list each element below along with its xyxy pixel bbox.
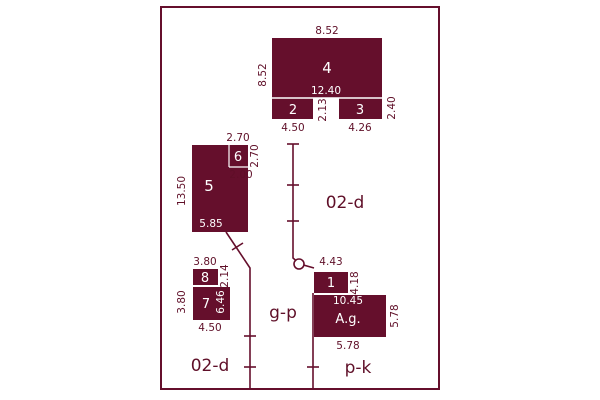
plot-2-label: 2 — [289, 103, 297, 118]
plot-4-group: 4 8.52 8.52 12.40 2 4.50 2.13 3 4.26 2.4… — [257, 25, 398, 134]
plot-8[interactable] — [193, 269, 218, 285]
plot-7-bottom-dim: 4.50 — [198, 322, 221, 334]
plot-7-label: 7 — [202, 297, 210, 312]
zone-label-lower-left: 02-d — [191, 356, 230, 376]
plot-1[interactable] — [314, 272, 348, 293]
boundary-marker — [293, 258, 305, 270]
plot-6-label: 6 — [234, 150, 242, 165]
plot-7[interactable] — [193, 287, 230, 320]
boundary-lines — [225, 143, 319, 389]
plot-ag-top-dim: 10.45 — [333, 295, 363, 307]
plot-6-top-dim: 2.70 — [226, 132, 249, 144]
plot-3-right-dim: 2.40 — [386, 96, 398, 119]
plot-7-right-dim: 6.46 — [215, 290, 227, 314]
upper-boundary-line — [292, 144, 315, 269]
plot-1-right-dim: 4.18 — [349, 271, 361, 294]
plot-4-left-dim: 8.52 — [257, 63, 269, 86]
plot-2-bottom-dim: 4.50 — [281, 122, 304, 134]
plot-ag-label: A.g. — [335, 312, 360, 327]
plot-5-left-dim: 13.50 — [176, 176, 188, 206]
plot-3-label: 3 — [356, 103, 364, 118]
plot-ag-bottom-dim: 5.78 — [336, 340, 359, 352]
zone-label-middle: g-p — [269, 303, 297, 323]
zone-label-upper: 02-d — [326, 193, 365, 213]
plot-5-label: 5 — [204, 177, 214, 195]
plot-7-left-dim: 3.80 — [176, 290, 188, 313]
plot-7-group: 8 3.80 2.14 7 3.80 6.46 4.50 — [176, 256, 231, 334]
plot-4-bottom-dim: 12.40 — [311, 85, 341, 97]
left-diagonal-line — [225, 231, 251, 389]
plot-5-group: 6 2.70 2.70 2.00 5 13.50 5.85 — [176, 132, 261, 232]
plot-5[interactable] — [192, 145, 248, 232]
plot-6-right-dim: 2.70 — [249, 144, 261, 167]
plot-6-bottom-dim: 2.00 — [229, 169, 252, 181]
plot-ag[interactable] — [314, 295, 386, 337]
plot-1-top-dim: 4.43 — [319, 256, 342, 268]
plot-ag-right-dim: 5.78 — [389, 304, 401, 327]
plot-4[interactable] — [272, 38, 382, 98]
plot-1-group: 1 4.43 4.18 10.45 A.g. 5.78 5.78 — [314, 256, 401, 352]
plot-4-top-dim: 8.52 — [315, 25, 338, 37]
plot-8-top-dim: 3.80 — [193, 256, 216, 268]
plot-4-label: 4 — [322, 59, 332, 77]
plot-2[interactable] — [272, 98, 313, 119]
plot-5-bottom-dim: 5.85 — [199, 218, 222, 230]
plot-8-label: 8 — [201, 271, 209, 286]
zone-label-lower-right: p-k — [345, 358, 372, 378]
site-boundary — [160, 6, 440, 390]
plot-3-bottom-dim: 4.26 — [348, 122, 372, 134]
plot-1-label: 1 — [327, 276, 335, 291]
plot-2-right-dim: 2.13 — [317, 98, 329, 121]
tick-5 — [231, 242, 244, 251]
plot-8-right-dim: 2.14 — [219, 264, 231, 288]
plot-3[interactable] — [339, 98, 382, 119]
